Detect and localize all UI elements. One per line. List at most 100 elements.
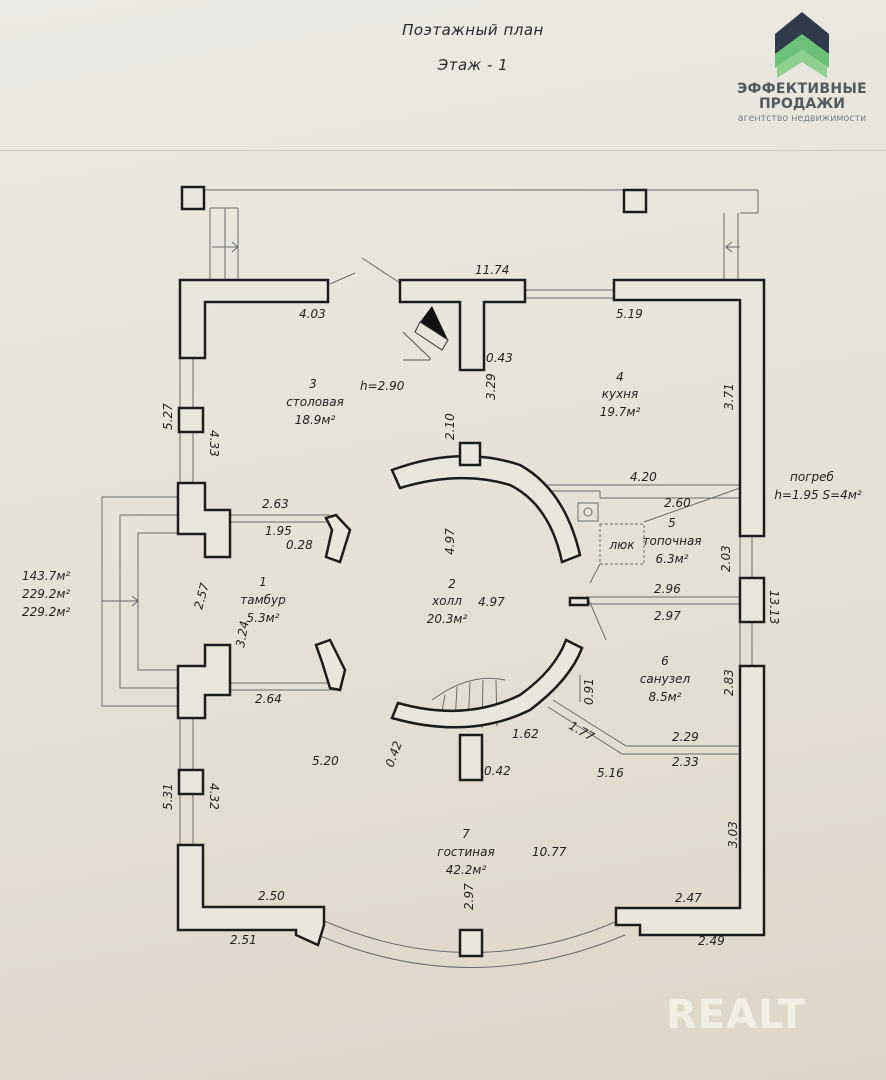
room-number: 7 <box>462 827 470 841</box>
dim-label: 2.63 <box>262 497 289 511</box>
dim-label: 2.97 <box>654 609 681 623</box>
room-area: 18.9м² <box>295 413 336 427</box>
room-area: 6.3м² <box>656 552 689 566</box>
cellar-hatch-label: люк <box>608 538 635 552</box>
dim-label: 10.77 <box>532 845 567 859</box>
dim-label: 2.64 <box>255 692 282 706</box>
wall-column <box>177 406 205 434</box>
summary-area-1: 143.7м² <box>22 569 70 583</box>
summary-area-2: 229.2м² <box>22 587 70 601</box>
room-number: 1 <box>259 575 267 589</box>
dim-label: 2.60 <box>664 496 691 510</box>
dim-label: 2.03 <box>719 545 733 572</box>
room-area: 8.5м² <box>649 690 682 704</box>
wall-column <box>177 768 205 796</box>
dim-label: 3.29 <box>484 373 498 400</box>
dim-label: 2.96 <box>654 582 681 596</box>
dim-label: 5.19 <box>616 307 643 321</box>
room-name: холл <box>431 594 462 608</box>
plan-title: Поэтажный план <box>402 21 544 39</box>
room-name: столовая <box>286 395 344 409</box>
room-area: 42.2м² <box>446 863 487 877</box>
stove-icon <box>402 306 449 361</box>
wall <box>614 664 766 937</box>
dim-label: 2.97 <box>462 883 476 910</box>
room-number: 4 <box>616 370 624 384</box>
room-name: санузел <box>640 672 691 686</box>
room-name: гостиная <box>437 845 494 859</box>
wall <box>314 638 347 692</box>
dim-label: 5.16 <box>597 766 624 780</box>
logo-tagline: агентство недвижимости <box>737 113 867 124</box>
room-name: кухня <box>602 387 639 401</box>
dim-label: 2.49 <box>698 934 725 948</box>
dim-label: 0.42 <box>484 764 511 778</box>
dim-label: 2.50 <box>258 889 285 903</box>
wall <box>568 596 590 607</box>
room-name: тамбур <box>240 593 286 607</box>
curved-wall <box>390 454 582 564</box>
dim-label: 13.13 <box>767 590 781 624</box>
dim-label: 0.28 <box>286 538 313 552</box>
room-area: 20.3м² <box>427 612 468 626</box>
terrace-column <box>622 188 648 214</box>
room-area: 19.7м² <box>600 405 641 419</box>
room-name: топочная <box>642 534 701 548</box>
boiler-icon <box>577 502 599 522</box>
dim-label: 0.42 <box>383 739 405 769</box>
logo-text-line2: ПРОДАЖИ <box>758 96 846 112</box>
wall-column <box>738 576 766 624</box>
wall <box>398 278 527 372</box>
room-number: 3 <box>309 377 317 391</box>
wall <box>176 843 326 947</box>
dim-label: 2.51 <box>230 933 257 947</box>
dim-label: 2.83 <box>722 669 736 696</box>
room-number: 2 <box>448 577 456 591</box>
dim-label: 0.91 <box>582 678 596 705</box>
house-chevron-icon <box>775 12 829 78</box>
dim-label: 2.10 <box>443 413 457 440</box>
dim-label: 4.97 <box>478 595 505 609</box>
dim-label: 0.43 <box>486 351 513 365</box>
wall <box>612 278 766 538</box>
dim-label: 2.57 <box>191 581 212 611</box>
wall <box>324 513 352 564</box>
dim-label: 2.47 <box>675 891 702 905</box>
dim-label: 5.27 <box>161 403 175 430</box>
dim-label: 4.32 <box>207 783 221 810</box>
dim-label: 5.20 <box>312 754 339 768</box>
dim-label: 5.31 <box>161 783 175 810</box>
wall-column <box>458 928 484 958</box>
terrace-column <box>180 185 206 211</box>
wall <box>176 643 232 720</box>
agency-logo: ЭФФЕКТИВНЫЕ ПРОДАЖИ агентство недвижимос… <box>722 10 882 140</box>
dim-label: 1.95 <box>265 524 292 538</box>
dim-label: 4.03 <box>299 307 326 321</box>
dim-label: 1.62 <box>512 727 539 741</box>
wall <box>458 733 484 782</box>
dim-label: 4.20 <box>630 470 657 484</box>
wall <box>178 278 330 360</box>
dim-label: 4.97 <box>443 528 457 555</box>
dim-label: 3.24 <box>233 620 251 649</box>
room-number: 5 <box>668 516 676 530</box>
room-area: 5.3м² <box>247 611 280 625</box>
cellar-label: погреб <box>790 470 834 484</box>
wall <box>458 441 482 467</box>
dim-label: 3.71 <box>722 383 736 410</box>
dim-label: 2.29 <box>672 730 699 744</box>
curved-wall <box>390 638 584 729</box>
dim-label: 1.77 <box>567 718 597 744</box>
logo-text-line1: ЭФФЕКТИВНЫЕ <box>736 81 868 97</box>
wall <box>176 481 232 559</box>
dim-label: 3.03 <box>726 821 740 848</box>
dim-label: 11.74 <box>475 263 509 277</box>
ceiling-height: h=2.90 <box>360 379 405 393</box>
paper-fold-line <box>0 150 886 151</box>
cellar-spec: h=1.95 S=4м² <box>774 488 862 502</box>
dim-label: 4.33 <box>207 430 221 457</box>
floor-label: Этаж - 1 <box>437 56 509 74</box>
summary-area-3: 229.2м² <box>22 605 70 619</box>
realt-watermark: REALT <box>666 992 807 1038</box>
